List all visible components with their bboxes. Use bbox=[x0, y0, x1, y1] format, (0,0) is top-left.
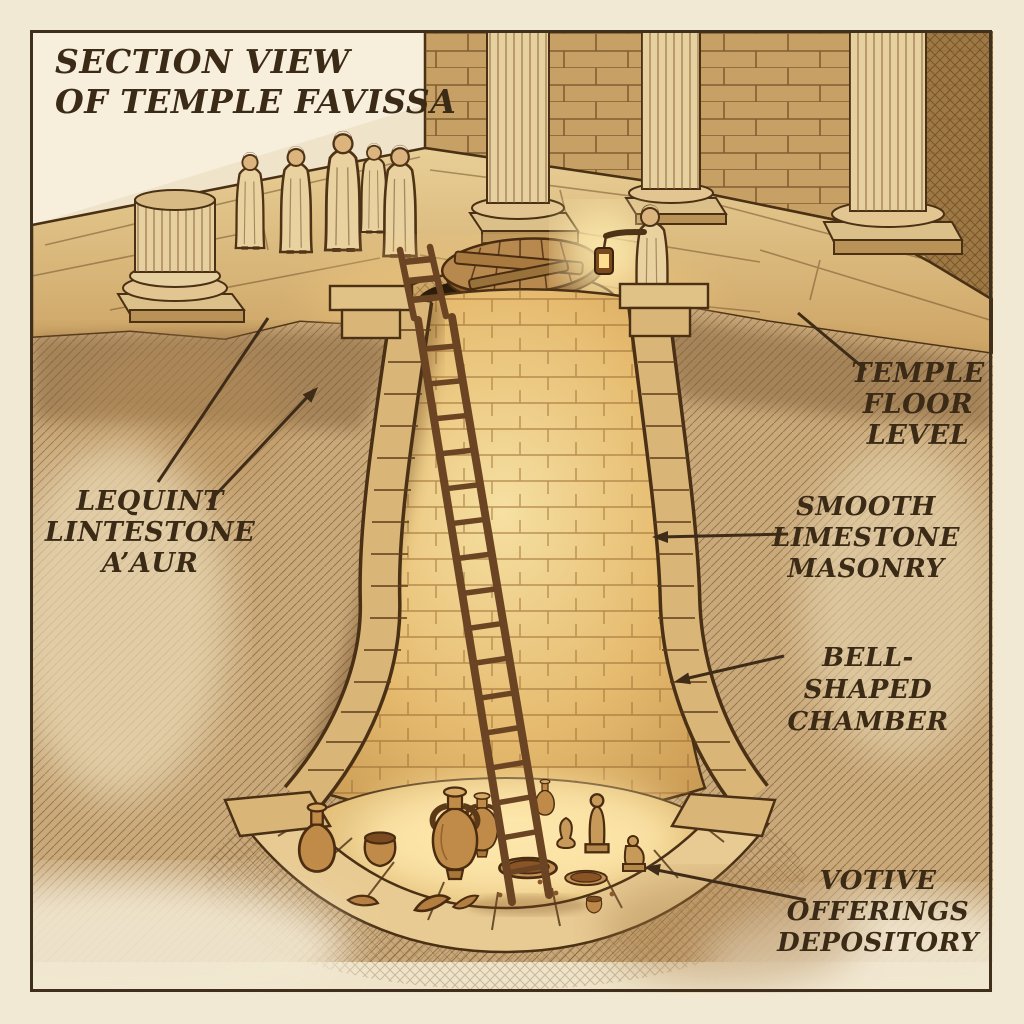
column bbox=[468, 31, 580, 244]
label-line: SMOOTH bbox=[796, 492, 936, 522]
leader-left-masonry-b bbox=[207, 388, 316, 504]
label-line: BELL-SHAPED bbox=[803, 643, 933, 705]
ink-border-frame bbox=[30, 30, 992, 992]
label-line: CHAMBER bbox=[787, 707, 949, 737]
column bbox=[624, 31, 728, 225]
label-line: VOTIVE bbox=[819, 866, 937, 896]
label-line: TEMPLE bbox=[851, 358, 985, 389]
label-line: LEVEL bbox=[866, 420, 970, 451]
leader-smooth-masonry bbox=[659, 532, 789, 539]
label-line: LEQUINT bbox=[76, 486, 224, 517]
label-left-masonry: LEQUINT LINTESTONE A’AUR bbox=[40, 486, 260, 579]
favissa-section-illustration bbox=[31, 31, 993, 993]
watercolor-washes bbox=[31, 440, 993, 993]
sky-area bbox=[32, 31, 425, 225]
label-votive-offerings-depository: VOTIVE OFFERINGS DEPOSITORY bbox=[775, 866, 981, 959]
label-line: DEPOSITORY bbox=[777, 928, 979, 958]
leader-bell-chamber bbox=[679, 654, 785, 682]
masonry-cut-bands bbox=[223, 282, 777, 838]
leader-lines bbox=[156, 311, 867, 902]
broken-column-stump bbox=[116, 189, 246, 323]
label-line: FLOOR bbox=[862, 389, 974, 420]
label-bell-shaped-chamber: BELL-SHAPED CHAMBER bbox=[765, 642, 971, 738]
label-line: LIMESTONE bbox=[772, 523, 960, 553]
wooden-ladder bbox=[396, 243, 553, 906]
column bbox=[822, 31, 964, 255]
underground-section bbox=[31, 243, 993, 993]
label-line: MASONRY bbox=[787, 554, 945, 584]
label-smooth-limestone-masonry: SMOOTH LIMESTONE MASONRY bbox=[768, 492, 964, 585]
label-line: LINTESTONE bbox=[44, 517, 256, 548]
label-line: OFFERINGS bbox=[786, 897, 970, 927]
label-line: A’AUR bbox=[101, 548, 199, 579]
leader-temple-floor bbox=[797, 311, 867, 372]
leader-left-masonry-a bbox=[156, 317, 270, 483]
neck-corbel-blocks bbox=[328, 282, 710, 340]
temple-columns bbox=[116, 31, 964, 323]
votive-offerings bbox=[297, 778, 646, 915]
diagram-title: SECTION VIEW OF TEMPLE FAVISSA bbox=[55, 42, 475, 122]
leader-votive bbox=[651, 867, 807, 902]
title-line: SECTION VIEW bbox=[55, 42, 350, 81]
title-line: OF TEMPLE FAVISSA bbox=[55, 82, 457, 121]
arrowheads bbox=[302, 387, 691, 876]
label-temple-floor-level: TEMPLE FLOOR LEVEL bbox=[828, 358, 1008, 451]
